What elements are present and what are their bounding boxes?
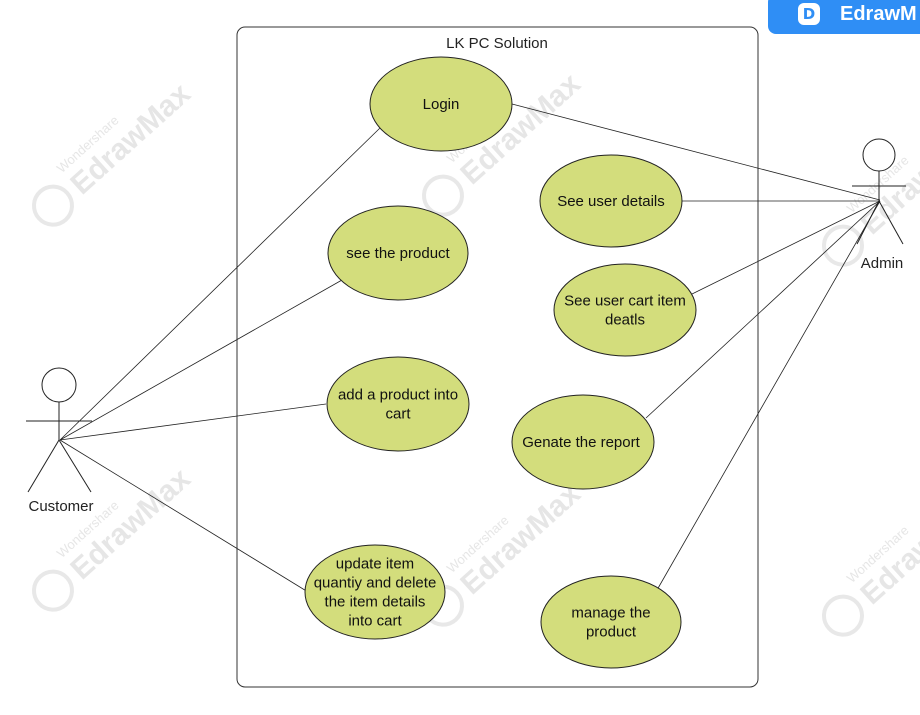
actor-customer[interactable] <box>26 367 92 493</box>
use-case-add-to-cart-shape <box>326 356 470 452</box>
association-admin-see-cart-details <box>689 200 881 296</box>
use-case-see-cart-details-label: See user cart item deatls <box>564 293 686 329</box>
use-case-generate-report[interactable]: Genate the report <box>511 394 655 490</box>
watermark-logo-icon <box>31 569 74 612</box>
use-case-manage-product[interactable]: manage the product <box>540 575 682 669</box>
watermark-logo-icon <box>821 224 864 267</box>
actor-admin-left-leg <box>856 200 880 245</box>
edrawmax-badge: D EdrawM <box>768 0 920 34</box>
association-admin-generate-report <box>645 200 881 419</box>
use-case-generate-report-shape <box>511 394 655 490</box>
use-case-generate-report-label: Genate the report <box>522 434 640 451</box>
actor-customer-left-leg <box>27 439 60 493</box>
use-case-label-line: product <box>586 624 637 641</box>
use-case-update-item-label: update item quantiy and delete the item de… <box>314 556 437 630</box>
actor-admin-label: Admin <box>861 255 904 272</box>
actor-admin-right-leg <box>878 200 904 245</box>
use-case-add-to-cart-label: add a product into cart <box>338 387 458 423</box>
use-case-see-user-details-label: See user details <box>557 193 665 210</box>
use-case-label-line: update item <box>336 556 414 573</box>
use-case-label-line: add a product into <box>338 387 458 404</box>
use-case-see-product-shape <box>327 205 469 301</box>
use-case-update-item-shape <box>304 544 446 640</box>
watermark-logo-icon <box>821 594 864 637</box>
use-case-update-item[interactable]: update item quantiy and delete the item de… <box>304 544 446 640</box>
edrawmax-logo-icon: D <box>798 3 820 25</box>
actor-customer-label: Customer <box>28 498 93 515</box>
use-case-see-cart-details[interactable]: See user cart item deatls <box>553 263 697 357</box>
use-case-label-line: deatls <box>605 312 645 329</box>
use-case-label-line: Login <box>423 96 460 113</box>
watermark-logo-icon <box>421 174 464 217</box>
use-case-add-to-cart[interactable]: add a product into cart <box>326 356 470 452</box>
use-case-see-product-label: see the product <box>346 245 450 262</box>
system-boundary <box>236 26 759 688</box>
use-case-label-line: into cart <box>348 613 402 630</box>
edrawmax-badge-text: EdrawM <box>840 2 917 25</box>
use-case-label-line: See user cart item <box>564 293 686 310</box>
association-customer-add-to-cart <box>59 403 327 441</box>
use-case-label-line: see the product <box>346 245 450 262</box>
use-case-label-line: See user details <box>557 193 665 210</box>
association-admin-login <box>511 103 881 201</box>
use-case-label-line: manage the <box>571 605 650 622</box>
use-case-see-user-details[interactable]: See user details <box>539 154 683 248</box>
use-case-label-line: cart <box>385 406 411 423</box>
actor-admin-head <box>862 138 896 172</box>
use-case-see-user-details-shape <box>539 154 683 248</box>
use-case-label-line: the item details <box>325 594 426 611</box>
use-case-login-shape <box>369 56 513 152</box>
use-case-manage-product-shape <box>540 575 682 669</box>
system-title: LK PC Solution <box>446 35 548 52</box>
use-case-see-cart-details-shape <box>553 263 697 357</box>
association-customer-login <box>59 127 381 441</box>
actor-customer-head <box>41 367 77 403</box>
actor-customer-right-leg <box>58 439 92 493</box>
use-case-label-line: Genate the report <box>522 434 640 451</box>
actor-admin[interactable] <box>852 138 906 245</box>
watermark-logo-icon <box>31 184 74 227</box>
association-customer-update-item <box>59 439 309 593</box>
use-case-see-product[interactable]: see the product <box>327 205 469 301</box>
use-case-login-label: Login <box>423 96 460 113</box>
use-case-manage-product-label: manage the product <box>571 605 650 641</box>
association-customer-see-product <box>59 279 343 441</box>
associations <box>59 103 881 593</box>
association-admin-manage-product <box>656 200 881 591</box>
use-case-login[interactable]: Login <box>369 56 513 152</box>
use-case-label-line: quantiy and delete <box>314 575 437 592</box>
